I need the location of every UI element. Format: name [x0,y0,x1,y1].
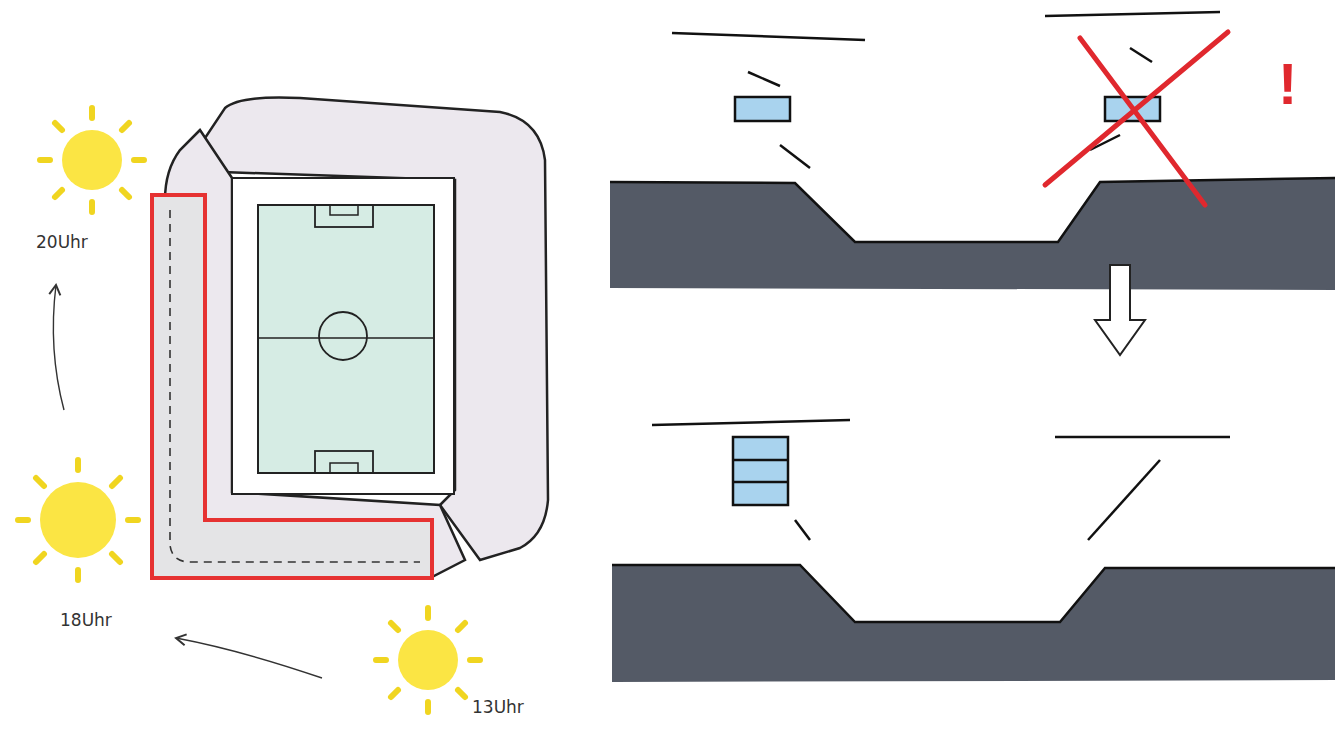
warning-mark: ! [1278,50,1297,117]
time-label: 13Uhr [472,697,524,717]
dashed-path [170,210,420,562]
time-label: 20Uhr [36,232,88,252]
sun-symbols [18,108,480,712]
stadium-plan [165,97,548,578]
sun-path-arrow [53,285,64,410]
highlighted-stand [152,195,432,578]
sun-path-arrow [176,638,322,678]
section-after [612,420,1335,682]
time-label: 18Uhr [60,610,112,630]
section-before [610,12,1335,290]
transition-arrow [1095,265,1145,355]
